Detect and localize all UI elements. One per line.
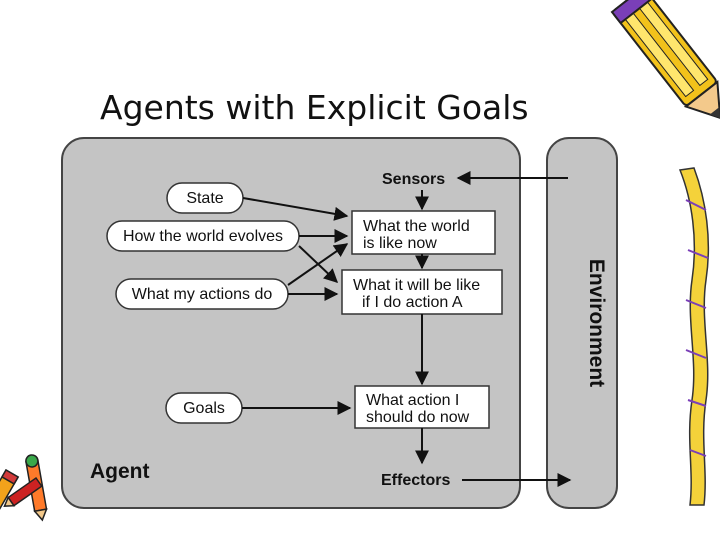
- sensors-label: Sensors: [382, 171, 445, 188]
- pencil-clipart-icon: [610, 0, 720, 120]
- state-label: State: [186, 190, 223, 207]
- world-now-line1: What the world: [363, 218, 470, 235]
- will-be-line1: What it will be like: [353, 277, 480, 294]
- will-be-line2: if I do action A: [362, 294, 463, 311]
- action-line2: should do now: [366, 409, 470, 426]
- crayon-clipart-icon: [678, 167, 710, 506]
- pencils-clipart-icon: [0, 454, 48, 524]
- environment-label: Environment: [585, 259, 608, 387]
- will-be-box: [341, 269, 503, 315]
- action-line1: What action I: [366, 392, 459, 409]
- goals-label: Goals: [183, 400, 225, 417]
- arrow-state-to-world-now: [242, 197, 349, 221]
- agent-panel: [61, 137, 521, 509]
- agent-label: Agent: [90, 460, 150, 483]
- environment-panel: [546, 137, 618, 509]
- effectors-label: Effectors: [381, 472, 450, 489]
- actions-do-label: What my actions do: [132, 286, 273, 303]
- world-evolves-label: How the world evolves: [123, 228, 283, 245]
- arrow-actions-to-world-now: [287, 243, 349, 286]
- slide-title: Agents with Explicit Goals: [100, 88, 529, 127]
- world-now-line2: is like now: [363, 235, 437, 252]
- action-box: [354, 385, 490, 429]
- world-now-box: [351, 210, 496, 255]
